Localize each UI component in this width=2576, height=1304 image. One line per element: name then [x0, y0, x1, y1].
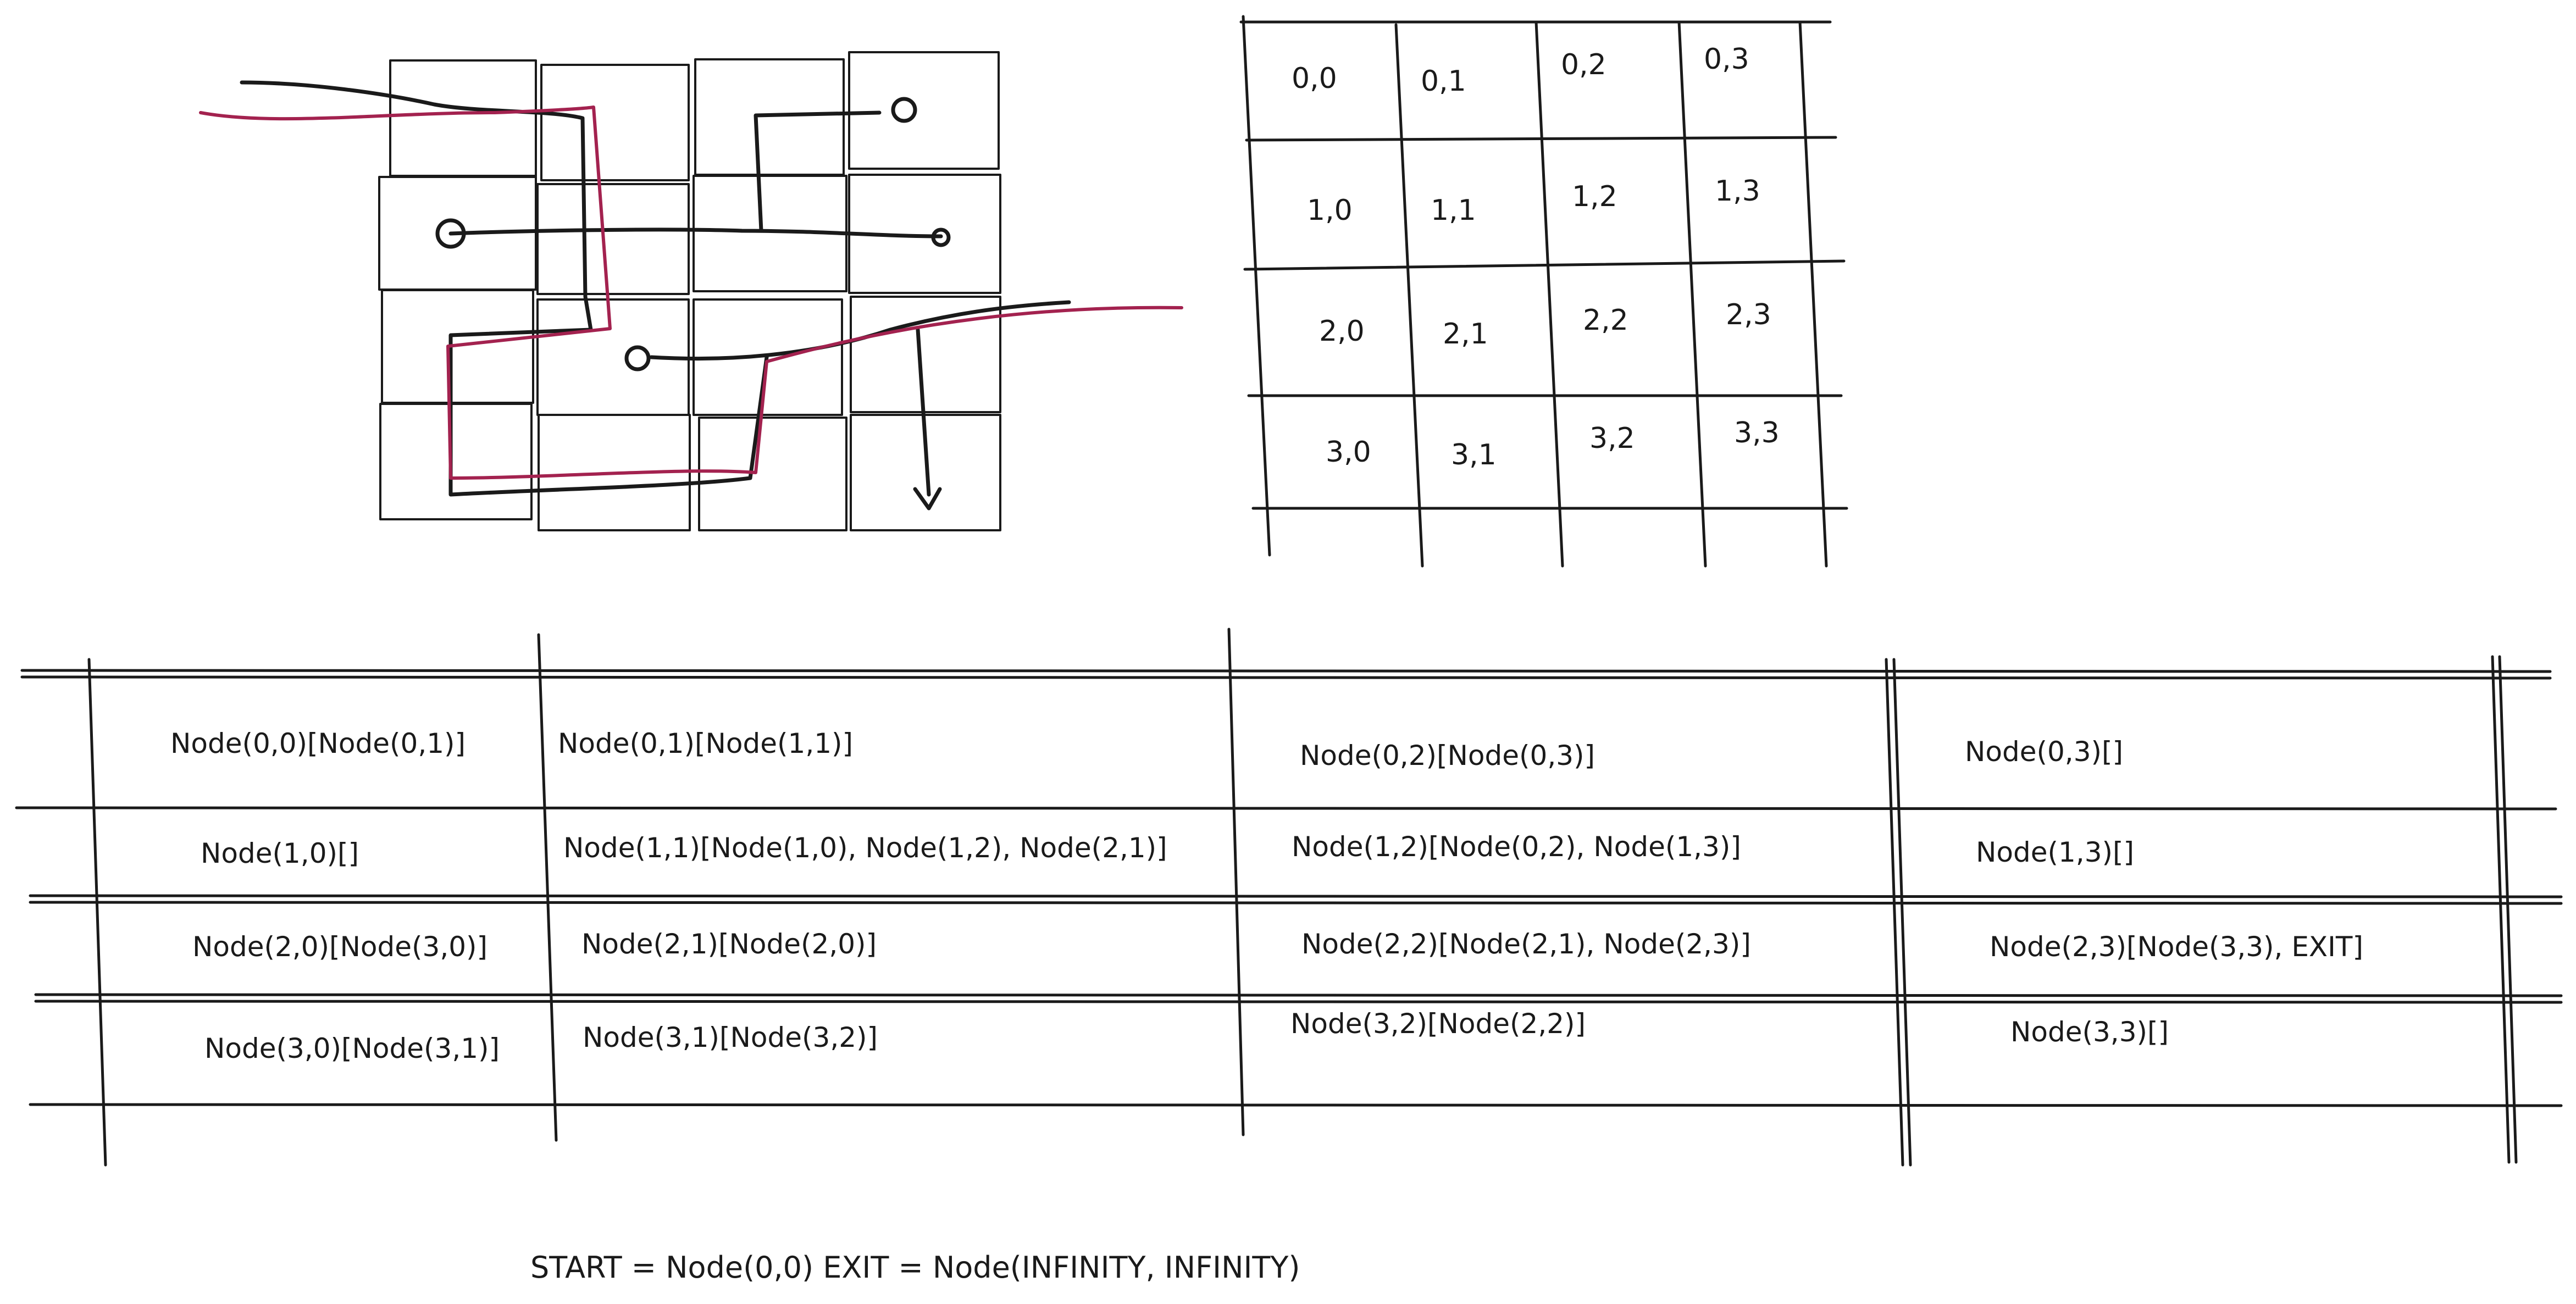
- coord-label: 0,0: [1292, 62, 1337, 95]
- node-marker-2-1: [624, 345, 651, 371]
- maze-cell: [389, 59, 537, 177]
- maze-cell: [536, 183, 690, 295]
- adjacency-cell: Node(2,0)[Node(3,0)]: [192, 931, 487, 963]
- black-path-top: [240, 80, 593, 332]
- adjacency-cell: Node(2,1)[Node(2,0)]: [581, 928, 877, 960]
- adjacency-cell: Node(0,3)[]: [1965, 736, 2123, 768]
- node-marker-1-0: [435, 218, 466, 249]
- coord-label: 0,1: [1421, 65, 1466, 98]
- table-line-h: [20, 675, 2552, 680]
- maze-cell: [848, 51, 1000, 170]
- table-line-h: [15, 806, 2557, 811]
- adjacency-cell: Node(3,2)[Node(2,2)]: [1290, 1008, 1586, 1040]
- adjacency-cell: Node(1,2)[Node(0,2), Node(1,3)]: [1292, 831, 1741, 863]
- adjacency-table: [15, 628, 2563, 1167]
- grid-line-v: [1534, 20, 1564, 568]
- grid-line-v: [1798, 20, 1828, 568]
- table-line-v: [1892, 658, 1912, 1167]
- node-marker-0-3: [891, 97, 917, 123]
- coordinate-grid: [1239, 15, 1848, 568]
- adjacency-cell: Node(3,0)[Node(3,1)]: [204, 1033, 500, 1064]
- table-line-h: [34, 993, 2563, 997]
- table-line-v: [87, 658, 107, 1167]
- table-line-v: [1227, 628, 1245, 1136]
- coord-label: 0,2: [1561, 48, 1606, 81]
- table-line-v: [2498, 655, 2518, 1164]
- maze-cell: [850, 296, 1001, 413]
- adjacency-cell: Node(1,1)[Node(1,0), Node(1,2), Node(2,1…: [563, 832, 1167, 864]
- adjacency-cell: Node(0,0)[Node(0,1)]: [170, 728, 466, 759]
- black-path-loop: [448, 328, 769, 497]
- coord-label: 1,3: [1715, 175, 1760, 208]
- grid-line-v: [1677, 20, 1707, 568]
- adjacency-cells: Node(0,0)[Node(0,1)] Node(0,1)[Node(1,1)…: [170, 728, 2363, 1064]
- coord-label: 2,2: [1583, 304, 1628, 337]
- table-line-h: [20, 669, 2552, 673]
- adjacency-cell: Node(1,0)[]: [201, 837, 359, 869]
- table-line-v: [537, 633, 558, 1142]
- coord-label: 1,2: [1572, 180, 1617, 213]
- start-exit-caption: START = Node(0,0) EXIT = Node(INFINITY, …: [530, 1250, 1300, 1285]
- coordinate-labels: 0,0 0,1 0,2 0,3 1,0 1,1 1,2 1,3 2,0 2,1 …: [1292, 43, 1780, 471]
- table-line-h: [29, 901, 2563, 905]
- black-path-middle: [448, 227, 943, 238]
- coord-label: 3,2: [1589, 422, 1635, 455]
- maze-cell: [850, 414, 1001, 531]
- coord-label: 1,0: [1307, 194, 1353, 227]
- grid-line-h: [1243, 259, 1846, 271]
- maze-cell: [540, 64, 690, 181]
- maze-cell: [694, 58, 845, 176]
- coord-label: 0,3: [1704, 43, 1749, 76]
- coord-label: 3,1: [1451, 439, 1497, 471]
- coord-label: 3,0: [1326, 436, 1371, 469]
- table-line-v: [2491, 655, 2511, 1164]
- adjacency-cell: Node(2,3)[Node(3,3), EXIT]: [1990, 931, 2363, 963]
- coord-label: 1,1: [1431, 194, 1476, 227]
- coord-label: 2,3: [1726, 298, 1771, 331]
- adjacency-cell: Node(0,2)[Node(0,3)]: [1300, 740, 1595, 772]
- maze-cell: [379, 403, 533, 520]
- red-path: [199, 106, 1183, 480]
- maze-cell: [698, 417, 847, 531]
- down-arrow-icon: [913, 487, 942, 510]
- coord-label: 2,0: [1319, 315, 1365, 348]
- adjacency-cell: Node(3,1)[Node(3,2)]: [583, 1022, 878, 1053]
- adjacency-cell: Node(0,1)[Node(1,1)]: [558, 728, 853, 759]
- maze-sketch: [378, 51, 1001, 531]
- maze-black-paths: [240, 80, 1071, 510]
- table-line-h: [34, 1000, 2563, 1004]
- table-line-h: [29, 894, 2563, 898]
- black-path-down: [916, 328, 931, 497]
- table-line-h: [29, 1103, 2563, 1107]
- black-path-exit: [649, 300, 1071, 361]
- coord-label: 3,3: [1734, 417, 1780, 450]
- coord-label: 2,1: [1443, 318, 1488, 351]
- black-path-branch: [754, 110, 882, 233]
- grid-line-v: [1394, 23, 1424, 568]
- adjacency-cell: Node(1,3)[]: [1976, 836, 2134, 868]
- adjacency-cell: Node(2,2)[Node(2,1), Node(2,3)]: [1301, 928, 1751, 960]
- table-line-v: [1885, 658, 1904, 1167]
- grid-line-v: [1242, 15, 1271, 557]
- node-marker-1-3: [931, 227, 951, 247]
- maze-solution-path: [199, 106, 1183, 480]
- adjacency-cell: Node(3,3)[]: [2010, 1016, 2169, 1048]
